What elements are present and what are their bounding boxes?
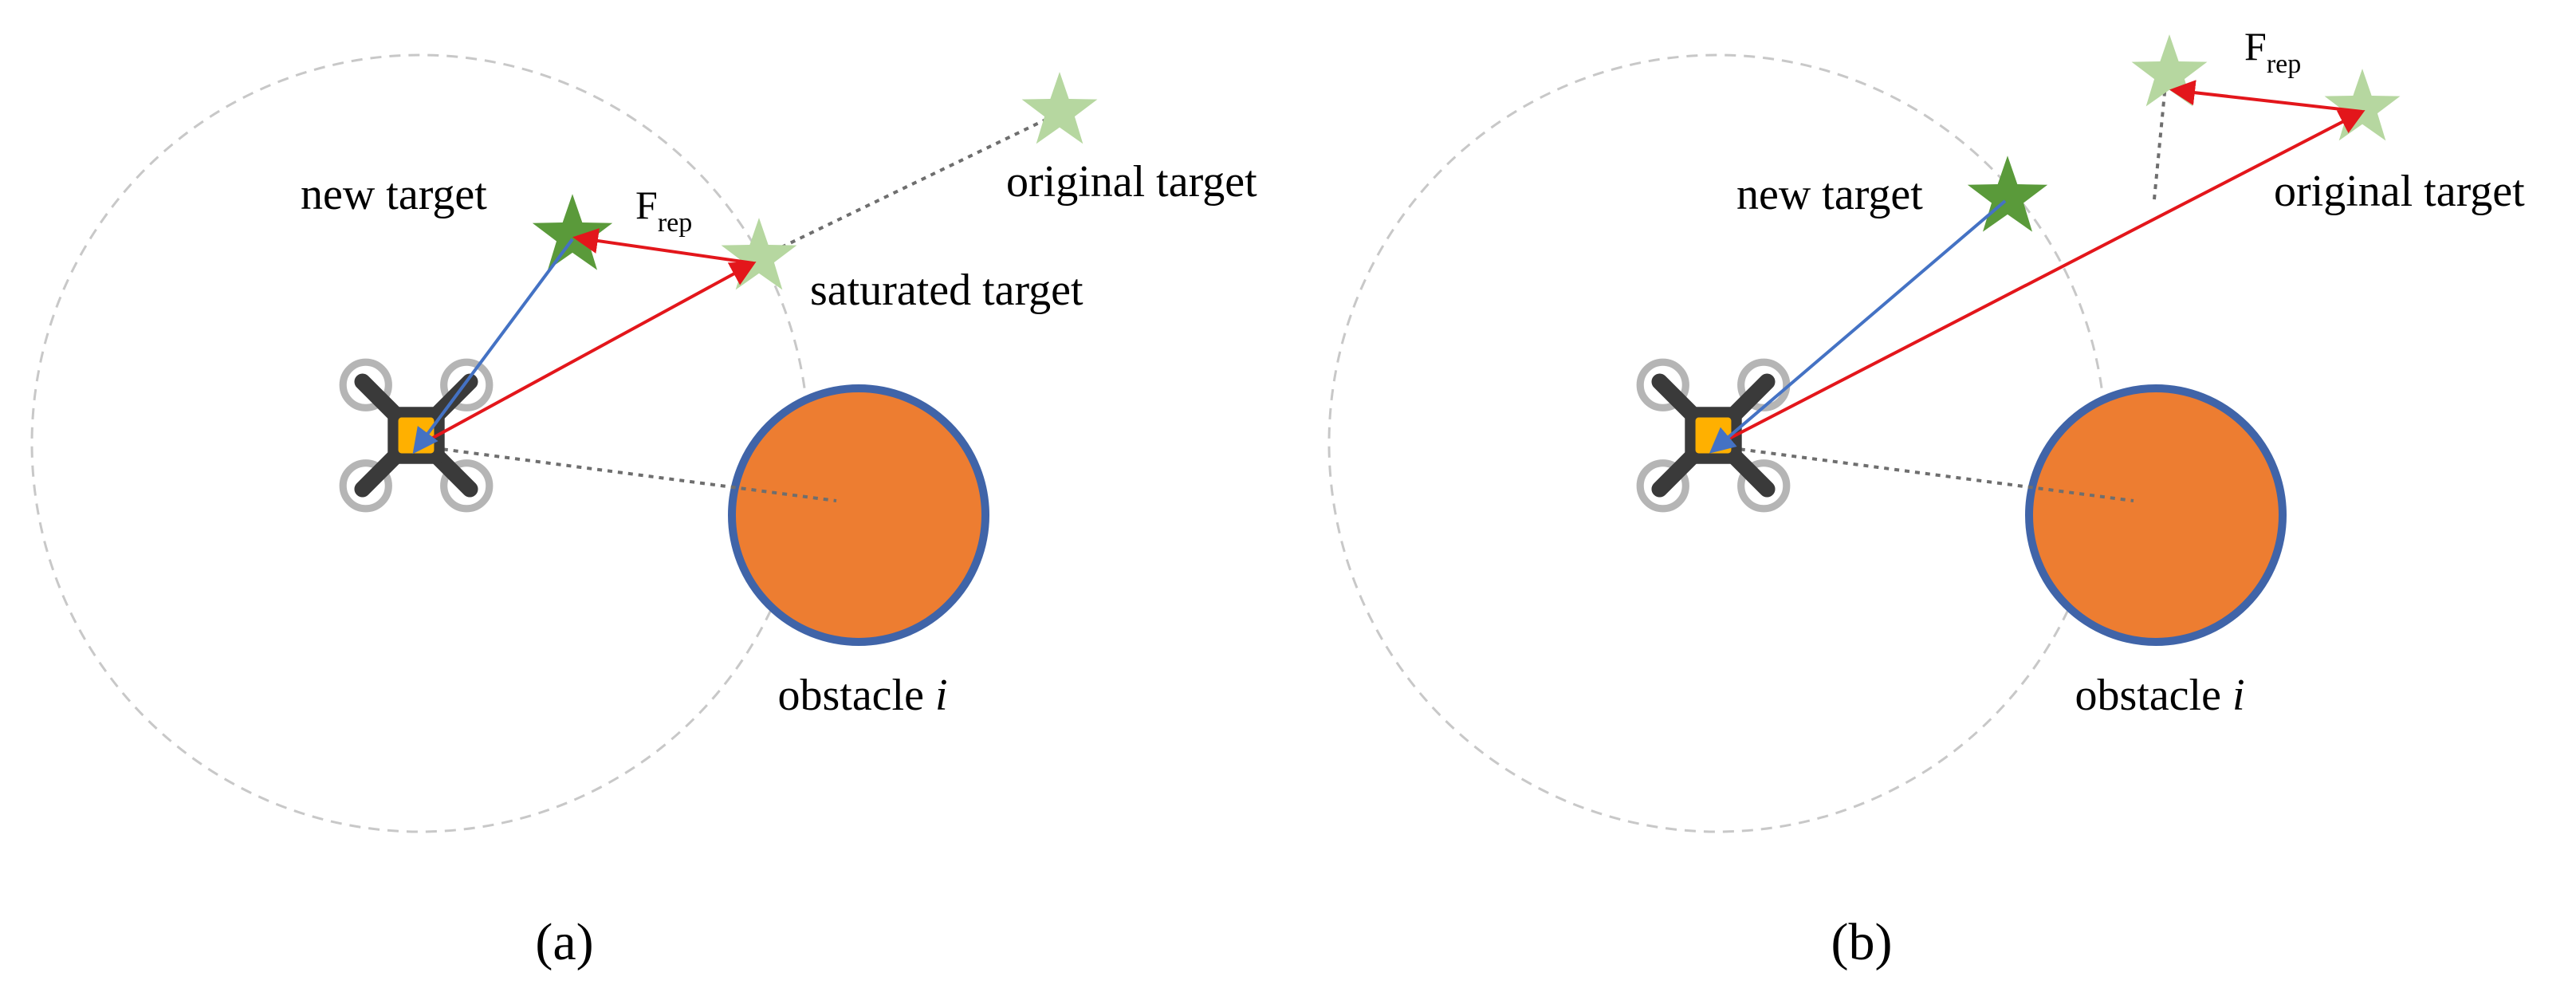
force-subscript: rep xyxy=(658,208,692,238)
saturated-target-star xyxy=(721,218,797,290)
target-link-line xyxy=(753,114,1055,262)
obstacle-distance-line xyxy=(1719,445,2134,502)
original-target-label: original target xyxy=(2274,167,2525,216)
resultant-arrow xyxy=(1709,199,2007,454)
obstacle-index: i xyxy=(2232,671,2245,720)
resultant-arrow xyxy=(412,238,574,455)
obstacle-index: i xyxy=(935,671,948,720)
saturated-target-star xyxy=(2131,34,2208,107)
target-direction-arrow xyxy=(422,262,757,445)
obstacle-circle xyxy=(728,384,989,646)
obstacle-label-text: obstacle xyxy=(777,671,934,720)
repulsive-force-arrow xyxy=(2169,80,2363,113)
panel-caption: (b) xyxy=(1831,913,1893,971)
original-target-star xyxy=(2324,69,2401,141)
force-label: Frep xyxy=(2244,24,2301,79)
new-target-star xyxy=(532,194,613,270)
original-target-label: original target xyxy=(1006,157,1257,207)
panel-b: new target original target Frep obstacle i (… xyxy=(1327,24,2525,971)
saturated-target-label: saturated target xyxy=(810,266,1083,315)
obstacle-circle xyxy=(2025,384,2287,646)
quadrotor-drone-icon xyxy=(343,362,490,509)
panel-a: new target original target saturated targe… xyxy=(30,53,1257,971)
new-target-label: new target xyxy=(301,170,487,219)
original-target-star xyxy=(1021,72,1098,144)
force-subscript: rep xyxy=(2267,49,2301,79)
new-target-label: new target xyxy=(1736,170,1923,219)
force-symbol: F xyxy=(635,183,658,227)
force-symbol: F xyxy=(2244,24,2267,69)
obstacle-distance-line xyxy=(422,445,837,502)
quadrotor-drone-icon xyxy=(1640,362,1787,509)
obstacle-label-text: obstacle xyxy=(2075,671,2232,720)
repulsive-force-arrow xyxy=(572,228,754,265)
panel-caption: (a) xyxy=(535,913,593,971)
obstacle-label: obstacle i xyxy=(2075,671,2244,720)
force-label: Frep xyxy=(635,183,692,238)
target-direction-arrow xyxy=(1719,110,2366,445)
obstacle-label: obstacle i xyxy=(777,671,947,720)
